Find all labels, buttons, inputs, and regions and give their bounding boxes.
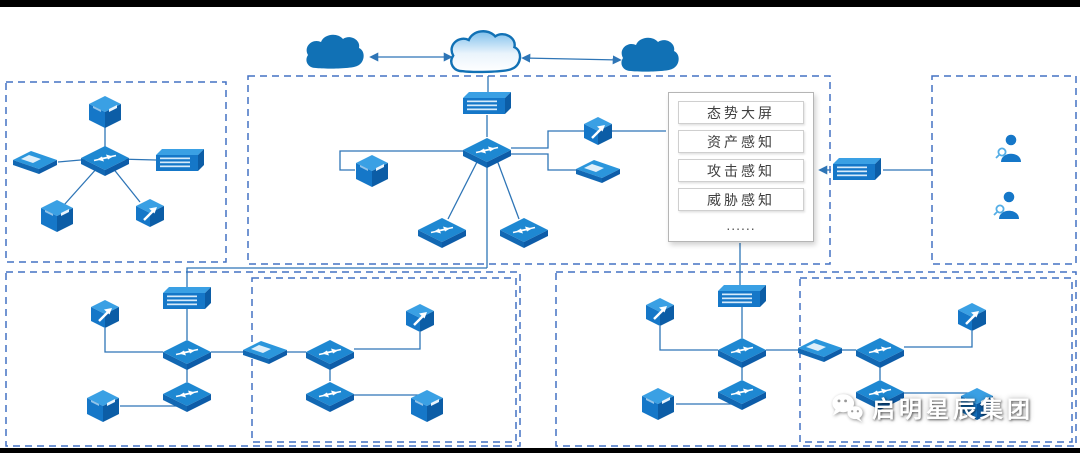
branch-server-icon [41, 200, 73, 232]
site-b-server-1-icon [642, 388, 674, 420]
core-firewall-icon [582, 115, 614, 147]
panel-item-threat-awareness: 威胁感知 [678, 188, 804, 211]
site-a-appliance-icon [243, 341, 287, 364]
wan-cloud-left-icon [306, 34, 364, 69]
analyst-user-1-icon [995, 133, 1022, 163]
core-router-icon [463, 92, 511, 114]
site-b-switch-1-icon [717, 337, 767, 369]
panel-item-attack-awareness: 攻击感知 [678, 159, 804, 182]
site-a-firewall-2-icon [404, 302, 436, 334]
brand-name: 启明星辰集团 [872, 396, 1034, 422]
monitor-server-icon [833, 158, 881, 180]
connection-lines [57, 52, 978, 407]
panel-item-asset-awareness: 资产感知 [678, 130, 804, 153]
branch-switch-icon [80, 145, 130, 177]
zone-site-b [555, 271, 1077, 447]
site-a-switch-3-icon [305, 339, 355, 371]
panel-item-ellipsis: ...... [726, 217, 756, 233]
site-a-server-1-icon [87, 390, 119, 422]
core-access-switch-b-icon [499, 217, 549, 249]
branch-router-icon [156, 149, 204, 171]
branch-firewall-icon [134, 197, 166, 229]
site-a-switch-2-icon [162, 381, 212, 413]
site-b-appliance-icon [798, 339, 842, 362]
zone-site-a [5, 271, 521, 447]
brand-watermark: 启明星辰集团 [830, 389, 1034, 425]
core-server-icon [356, 155, 388, 187]
zone-branch [5, 81, 227, 263]
core-switch-icon [462, 137, 512, 169]
zone-site-a-inner [251, 277, 517, 443]
branch-server-top-icon [89, 96, 121, 128]
site-a-switch-4-icon [305, 381, 355, 413]
site-b-firewall-1-icon [644, 296, 676, 328]
capability-panel: 态势大屏 资产感知 攻击感知 威胁感知 ...... [668, 92, 814, 242]
site-a-firewall-1-icon [89, 298, 121, 330]
zone-site-b-inner [799, 277, 1073, 443]
zone-operators [931, 75, 1077, 265]
wan-cloud-right-icon [621, 37, 679, 72]
top-frame-bar [0, 0, 1080, 7]
analyst-user-2-icon [993, 190, 1020, 220]
panel-item-situation-screen: 态势大屏 [678, 101, 804, 124]
site-b-firewall-2-icon [956, 301, 988, 333]
branch-appliance-icon [13, 151, 57, 174]
bottom-frame-bar [0, 448, 1080, 453]
internet-cloud-icon [450, 30, 522, 74]
core-appliance-icon [576, 160, 620, 183]
site-b-switch-3-icon [855, 337, 905, 369]
site-b-router-icon [718, 285, 766, 307]
site-a-switch-1-icon [162, 339, 212, 371]
site-b-switch-2-icon [717, 379, 767, 411]
core-access-switch-a-icon [417, 217, 467, 249]
devices [13, 30, 1022, 422]
site-a-router-icon [163, 287, 211, 309]
wechat-icon [832, 394, 863, 423]
